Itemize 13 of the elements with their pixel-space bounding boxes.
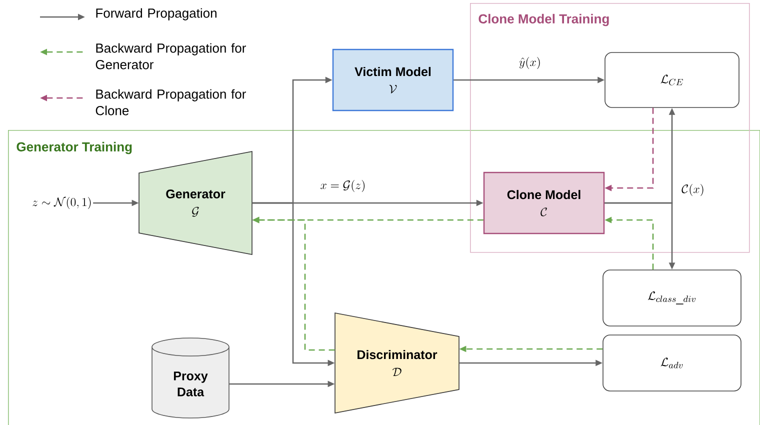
edge-label: $\mathcal{C}(x)$ bbox=[680, 183, 706, 197]
model-box: Victim Model $\mathcal{V}$ bbox=[332, 48, 454, 112]
generator-trapezoid: Generator $\mathcal{G}$ bbox=[138, 151, 252, 255]
formula-label: $z \sim \mathcal{N}(0,1)$ bbox=[32, 196, 91, 209]
discriminator-trapezoid: Discriminator $\mathcal{D}$ bbox=[334, 312, 460, 414]
edge-label: $x = \mathcal{G}(z)$ bbox=[319, 179, 367, 193]
edge-label: $\hat{y}(x)$ bbox=[518, 56, 542, 70]
loss-box: $\mathcal{L}_{adv}$ bbox=[602, 334, 742, 392]
database-cylinder: Proxy Data bbox=[152, 338, 230, 418]
legend-item: Forward Propagation bbox=[40, 8, 216, 20]
model-box: Clone Model $\mathcal{C}$ bbox=[483, 172, 605, 234]
loss-box: $\mathcal{L}_{CE}$ bbox=[604, 52, 740, 108]
loss-box: $\mathcal{L}_{class\_div}$ bbox=[602, 270, 742, 326]
